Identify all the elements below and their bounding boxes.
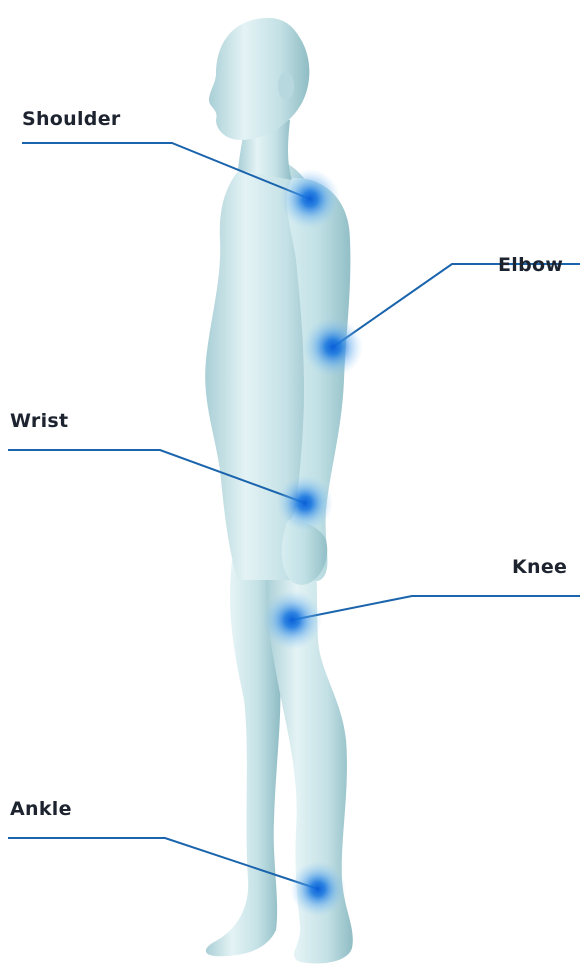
knee-label: Knee: [512, 556, 567, 578]
ear: [278, 72, 294, 100]
shoulder-label: Shoulder: [22, 108, 121, 130]
knee-hotspot[interactable]: [262, 590, 322, 650]
ankle-hotspot[interactable]: [290, 861, 346, 917]
elbow-leader-line: [333, 264, 580, 347]
elbow-label: Elbow: [498, 254, 563, 276]
wrist-hotspot[interactable]: [277, 475, 333, 531]
ankle-label: Ankle: [10, 798, 72, 820]
human-figure: [205, 18, 353, 963]
wrist-label: Wrist: [10, 410, 68, 432]
head: [209, 18, 309, 140]
knee-leader-line: [292, 596, 580, 620]
elbow-hotspot[interactable]: [303, 317, 363, 377]
shoulder-hotspot[interactable]: [280, 169, 340, 229]
